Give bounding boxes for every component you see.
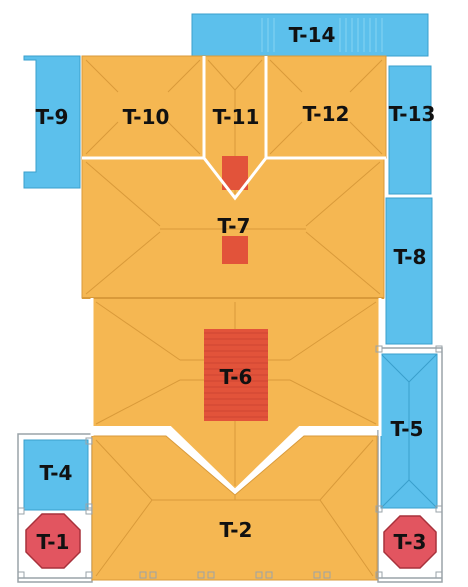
label-t11: T-11 xyxy=(213,105,260,129)
label-t5: T-5 xyxy=(391,417,424,441)
section-t13[interactable] xyxy=(388,65,432,195)
section-t9[interactable] xyxy=(23,55,81,189)
label-t14: T-14 xyxy=(289,23,336,47)
section-labels: T-14 T-9 T-10 T-11 T-12 T-13 T-7 T-8 T-6… xyxy=(36,23,436,554)
label-t6: T-6 xyxy=(220,365,253,389)
label-t4: T-4 xyxy=(40,461,73,485)
label-t1: T-1 xyxy=(37,530,70,554)
section-t3[interactable] xyxy=(383,515,437,569)
section-t5[interactable] xyxy=(380,353,438,509)
label-t8: T-8 xyxy=(394,245,427,269)
label-t13: T-13 xyxy=(389,102,436,126)
section-t2[interactable] xyxy=(91,435,378,581)
section-t10[interactable] xyxy=(81,55,205,159)
t7-chimney-lower xyxy=(222,236,248,264)
label-t9: T-9 xyxy=(36,105,69,129)
label-t10: T-10 xyxy=(123,105,170,129)
t6-tiled-area xyxy=(204,329,268,421)
t11-chimney xyxy=(222,156,248,190)
label-t7: T-7 xyxy=(218,214,251,238)
label-t12: T-12 xyxy=(303,102,350,126)
section-t14[interactable] xyxy=(191,13,429,57)
section-t4[interactable] xyxy=(23,439,89,511)
section-t1[interactable] xyxy=(25,513,81,569)
label-t3: T-3 xyxy=(394,530,427,554)
section-t8[interactable] xyxy=(385,197,433,345)
roof-separators xyxy=(82,56,386,436)
label-t2: T-2 xyxy=(220,518,253,542)
footing-markers xyxy=(17,345,443,579)
